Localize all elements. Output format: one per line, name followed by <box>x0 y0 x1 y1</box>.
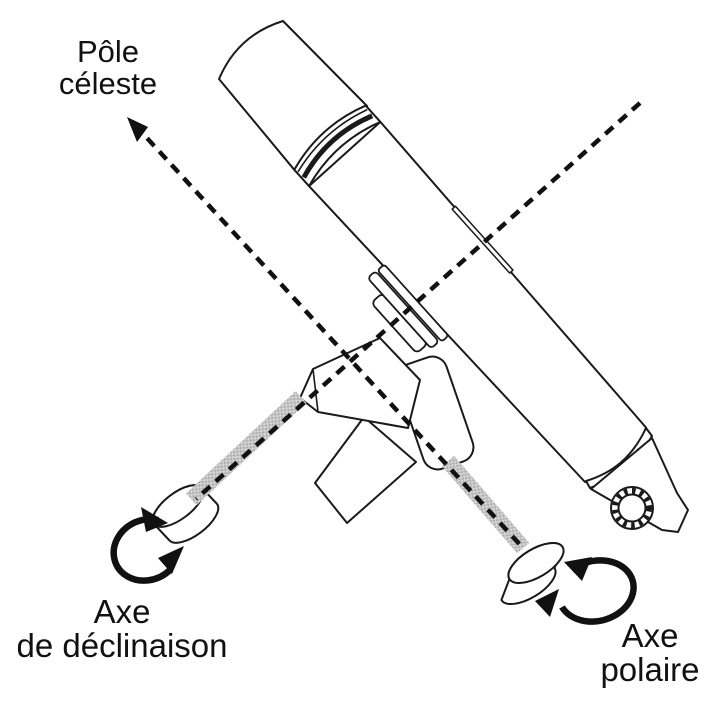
polar-disk-face <box>507 542 565 584</box>
dew-shield <box>218 20 368 171</box>
declination-axis-label-line1: Axe <box>93 593 151 630</box>
celestial-pole-label-line2: céleste <box>58 66 158 102</box>
focus-knob-inner <box>617 493 647 523</box>
collar-inner-line <box>297 108 368 173</box>
polar-axis-label-line1: Axe <box>621 617 679 654</box>
polar-axis-label-line2: polaire <box>600 651 700 689</box>
polar-axis-dashed-line <box>133 123 526 551</box>
saddle-plates <box>368 264 449 353</box>
celestial-pole-arrowhead-icon <box>127 117 148 142</box>
collar-thick-band <box>301 113 374 179</box>
declination-axis-dashed-line <box>194 101 642 501</box>
declination-axis-housing <box>299 337 421 429</box>
focuser-body <box>590 437 689 533</box>
declination-rotation-arrow-icon <box>110 507 184 584</box>
tube-seam-rail <box>451 205 514 274</box>
celestial-pole-label: Pôle céleste <box>18 34 198 102</box>
polar-axis-label: Axe polaire <box>556 617 709 689</box>
tube-collar <box>293 104 382 188</box>
mount-pier <box>314 416 417 524</box>
declination-axis-label: Axe de déclinaison <box>3 593 241 665</box>
declination-shaft <box>185 391 307 506</box>
telescope-tube <box>218 20 647 483</box>
celestial-pole-label-line1: Pôle <box>76 34 140 69</box>
saddle-plate <box>368 271 439 348</box>
polar-rotation-arrow-icon <box>535 557 637 625</box>
polar-axis-disk <box>500 542 565 605</box>
focuser-assembly <box>585 427 689 533</box>
declination-axis-label-line2: de déclinaison <box>16 627 228 665</box>
focus-knob-knurl <box>612 488 652 528</box>
